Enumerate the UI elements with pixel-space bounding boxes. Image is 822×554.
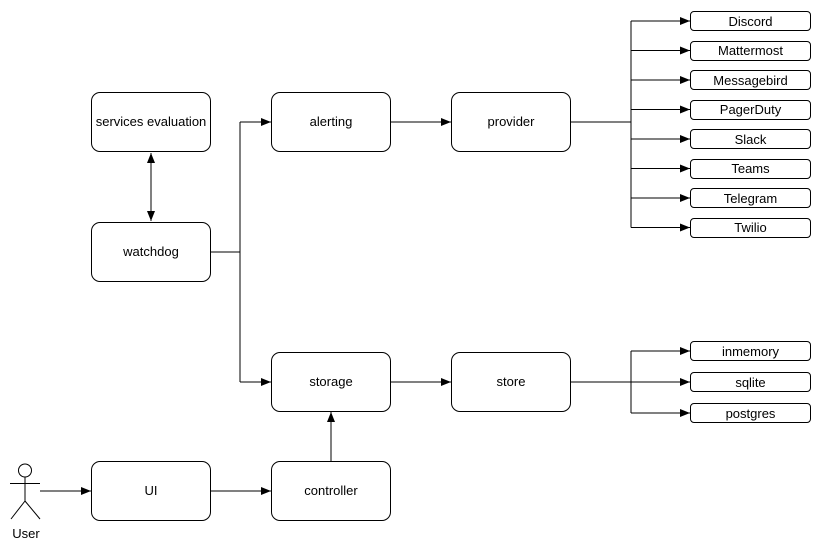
- node-controller: controller: [271, 461, 391, 521]
- node-discord: Discord: [690, 11, 811, 31]
- user-actor-figure: [10, 463, 41, 520]
- node-provider: provider: [451, 92, 571, 152]
- node-twilio: Twilio: [690, 217, 811, 238]
- node-inmemory: inmemory: [690, 341, 811, 361]
- node-services-evaluation: services evaluation: [91, 92, 211, 152]
- node-slack: Slack: [690, 129, 811, 149]
- node-pagerduty: PagerDuty: [690, 99, 811, 120]
- node-ui: UI: [91, 461, 211, 521]
- node-sqlite: sqlite: [690, 372, 811, 392]
- node-teams: Teams: [690, 158, 811, 179]
- user-actor-label: User: [12, 526, 40, 541]
- node-storage: storage: [271, 352, 391, 412]
- node-messagebird: Messagebird: [690, 70, 811, 90]
- node-watchdog: watchdog: [91, 222, 211, 282]
- node-telegram: Telegram: [690, 188, 811, 208]
- node-alerting: alerting: [271, 92, 391, 152]
- node-store: store: [451, 352, 571, 412]
- node-postgres: postgres: [690, 403, 811, 423]
- node-mattermost: Mattermost: [690, 40, 811, 61]
